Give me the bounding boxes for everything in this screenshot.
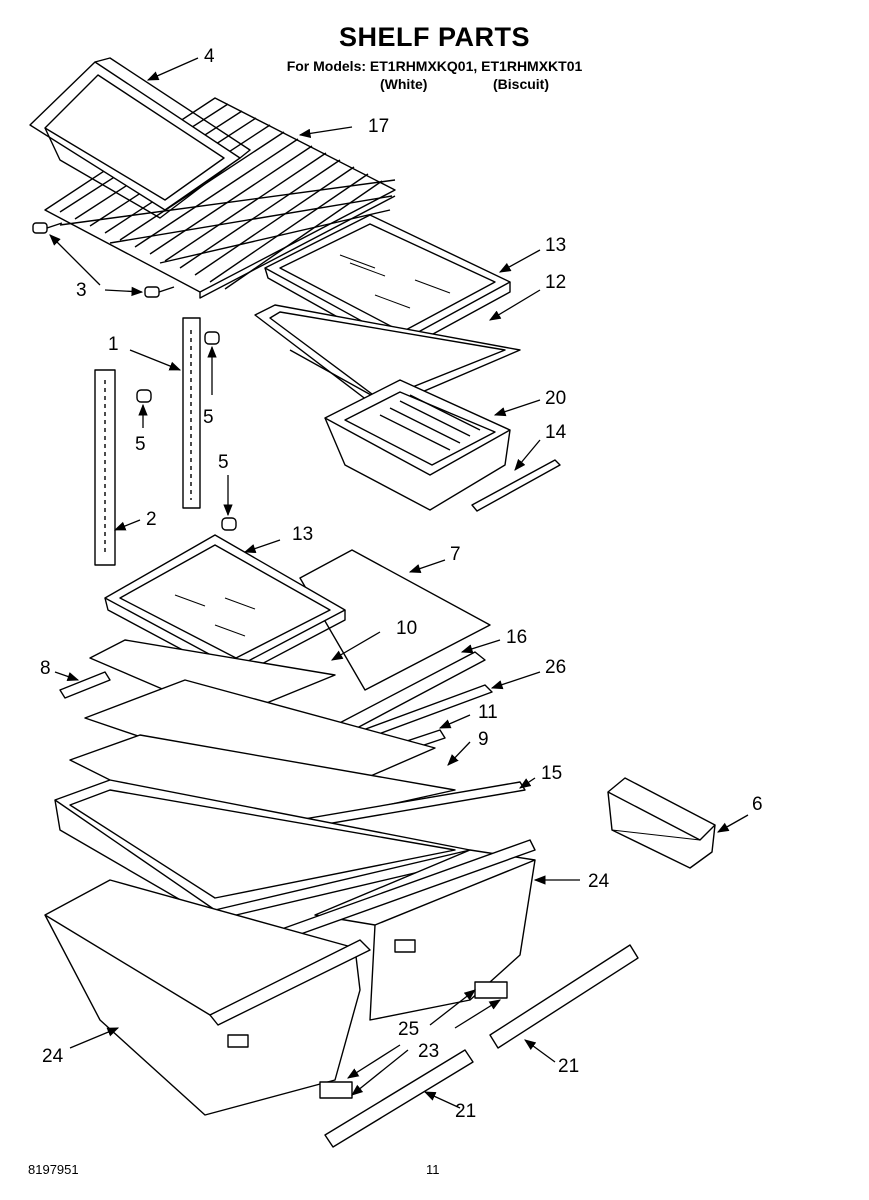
page-title: SHELF PARTS — [338, 22, 530, 52]
screws — [136, 331, 237, 531]
callout-13-upper: 13 — [545, 235, 566, 256]
callout-4: 4 — [204, 46, 215, 67]
callout-23: 23 — [418, 1041, 439, 1062]
clip-lower — [319, 1081, 353, 1099]
callout-20: 20 — [545, 388, 566, 409]
callout-1: 1 — [108, 334, 119, 355]
handle-right — [489, 944, 639, 1049]
dairy-bin — [607, 777, 716, 869]
trim-strip-14 — [471, 459, 561, 512]
crisper-pan — [324, 379, 511, 511]
callout-21-lower: 21 — [455, 1101, 476, 1122]
callout-8: 8 — [40, 658, 51, 679]
glass-shelf-upper — [264, 214, 511, 353]
callout-17: 17 — [368, 116, 389, 137]
callout-9: 9 — [478, 729, 489, 750]
callout-13-lower: 13 — [292, 524, 313, 545]
callout-16: 16 — [506, 627, 527, 648]
shelf-frame-upper — [254, 304, 521, 411]
callout-6: 6 — [752, 794, 763, 815]
callout-3: 3 — [76, 280, 87, 301]
callout-12: 12 — [545, 272, 566, 293]
callout-10: 10 — [396, 618, 417, 639]
callout-5-a: 5 — [203, 407, 214, 428]
callout-14: 14 — [545, 422, 567, 443]
callout-5-c: 5 — [218, 452, 229, 473]
callout-7: 7 — [450, 544, 461, 565]
variant-biscuit: (Biscuit) — [493, 76, 549, 92]
callout-2: 2 — [146, 509, 157, 530]
clip-upper — [474, 981, 508, 999]
page-number: 11 — [426, 1162, 440, 1177]
callout-11: 11 — [478, 702, 498, 723]
callout-5-b: 5 — [135, 434, 146, 455]
callout-26: 26 — [545, 657, 566, 678]
shelf-pins — [32, 222, 175, 298]
trim-8 — [59, 671, 111, 699]
callout-24-right: 24 — [588, 871, 610, 892]
callout-leaders — [49, 57, 749, 1109]
callout-21-right: 21 — [558, 1056, 579, 1077]
door-bin — [29, 57, 251, 219]
shelf-ladders — [94, 317, 201, 566]
handle-lower — [324, 1049, 474, 1148]
callout-15: 15 — [541, 763, 562, 784]
callout-25: 25 — [398, 1019, 419, 1040]
crisper-drawer-left — [44, 879, 371, 1116]
document-number: 8197951 — [28, 1162, 79, 1177]
callout-24-left: 24 — [42, 1046, 64, 1067]
variant-white: (White) — [380, 76, 428, 92]
callout-labels: 4 17 3 13 12 1 5 5 5 20 14 2 13 7 10 16 … — [40, 46, 763, 1122]
models-line: For Models: ET1RHMXKQ01, ET1RHMXKT01 — [286, 58, 583, 74]
